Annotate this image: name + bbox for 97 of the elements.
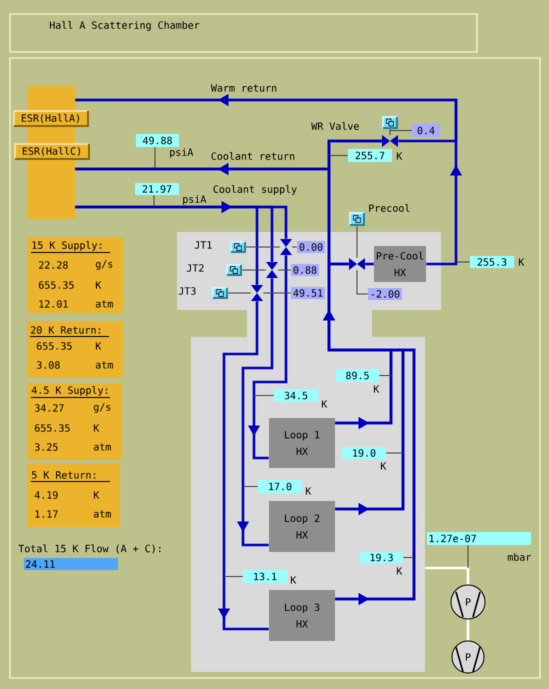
valve-label: Precool	[369, 204, 410, 212]
unit-label: psiA	[170, 148, 194, 158]
unit-label: atm	[96, 361, 113, 369]
value-text: 655.35	[38, 281, 74, 289]
leader-line	[262, 292, 292, 294]
leader-line	[330, 155, 348, 156]
readout-box: 34.5	[274, 389, 318, 402]
edge-label: Warm return	[210, 82, 278, 94]
valve-label: WR Valve	[311, 122, 359, 130]
value-text: 3.25	[34, 443, 58, 451]
unit-label: psiA	[183, 195, 206, 205]
unit-label: atm	[94, 510, 111, 518]
unit-label: atm	[96, 300, 113, 308]
unit-label: K	[94, 424, 100, 432]
value-box: 24.11	[24, 558, 118, 570]
unit-label: atm	[94, 443, 111, 451]
leader-line	[390, 130, 412, 136]
unit-label: K	[380, 462, 386, 470]
readout-box: 0.4	[412, 124, 440, 137]
readout-box: 255.3	[470, 256, 514, 268]
leader-line	[378, 375, 392, 376]
pipe	[248, 255, 288, 460]
value-text: 1.17	[35, 510, 58, 518]
leader-line	[254, 395, 274, 396]
panel-heading: 4.5 K Supply:	[30, 386, 110, 398]
leader-line	[356, 226, 358, 258]
unit-label: g/s	[94, 403, 110, 413]
panel-heading: 20 K Return:	[30, 326, 110, 337]
value-text: 3.08	[36, 361, 60, 369]
leader-line	[224, 576, 244, 577]
edge-label: Coolant supply	[212, 184, 298, 196]
pipe	[466, 620, 470, 640]
unit-label: K	[396, 567, 402, 575]
pipe	[75, 94, 458, 142]
title-panel: Hall A Scattering Chamber	[9, 13, 478, 53]
unit-label: K	[96, 281, 102, 289]
leader-line	[292, 246, 298, 248]
valve-label: JT2	[186, 264, 204, 272]
valve-symbol	[382, 135, 398, 147]
unit-label: mbar	[508, 553, 531, 561]
leader-line	[356, 270, 368, 294]
leader-line	[386, 452, 404, 454]
panel-heading: 15 K Supply:	[30, 241, 110, 253]
readout-box: -2.00	[368, 288, 402, 300]
readout-box: 49.51	[291, 287, 325, 299]
value-text: 12.01	[39, 300, 68, 308]
panel-heading: 5 K Return:	[30, 471, 110, 482]
readout-box: 21.97	[135, 183, 179, 195]
process-box: Loop 3 HX	[269, 590, 335, 641]
value-text: 22.28	[39, 261, 68, 269]
pipe	[322, 262, 416, 606]
unit-label: K	[306, 487, 312, 495]
pipe	[425, 566, 470, 584]
unit-label: g/s	[96, 260, 112, 270]
unit-label: K	[322, 400, 328, 408]
pipe	[75, 200, 258, 285]
valve-label: JT3	[178, 287, 196, 295]
readout-box: 17.0	[258, 480, 302, 493]
pipe	[236, 278, 274, 546]
readout-box: 89.5	[336, 369, 379, 382]
leader-line	[228, 292, 252, 294]
readout-box: 0.88	[291, 264, 319, 276]
leader-line	[402, 557, 414, 558]
leader-line	[246, 246, 280, 248]
value-text: 4.19	[34, 491, 58, 499]
valve-label: JT1	[194, 241, 212, 249]
process-box: Loop 2 HX	[269, 501, 335, 552]
unit-label: K	[94, 491, 100, 499]
valve-symbol	[349, 258, 365, 270]
readout-box: 255.7	[348, 149, 392, 162]
unit-label: K	[374, 385, 380, 393]
pipe	[218, 301, 269, 630]
readout-box: 19.3	[360, 552, 403, 563]
button: ESR(HallC)	[14, 143, 90, 160]
readout-box: 19.0	[342, 447, 386, 459]
edge-label: Coolant return	[210, 150, 296, 162]
value-text: 655.35	[36, 342, 72, 350]
readout-box: 13.1	[243, 570, 287, 583]
process-box: Loop 1 HX	[269, 418, 335, 468]
unit-label: K	[96, 342, 102, 350]
process-box: Pre-Cool HX	[374, 246, 426, 282]
valve-symbol	[251, 285, 263, 301]
leader-line	[242, 486, 258, 487]
unit-label: K	[290, 576, 296, 584]
button: ESR(HallA)	[13, 110, 89, 127]
pipe	[365, 262, 374, 266]
value-text: 34.27	[34, 404, 64, 412]
value-text: 655.35	[34, 424, 70, 432]
leader-line	[154, 146, 156, 168]
readout-box: 0.00	[297, 241, 325, 253]
readout-box: 1.27e-07	[427, 532, 531, 545]
unit-label: K	[396, 152, 402, 160]
unit-label: K	[518, 258, 524, 266]
valve-symbol	[280, 239, 292, 255]
valve-symbol	[266, 262, 278, 278]
heading-text: Total 15 K Flow (A + C):	[18, 544, 160, 554]
readout-box: 49.88	[136, 134, 179, 147]
